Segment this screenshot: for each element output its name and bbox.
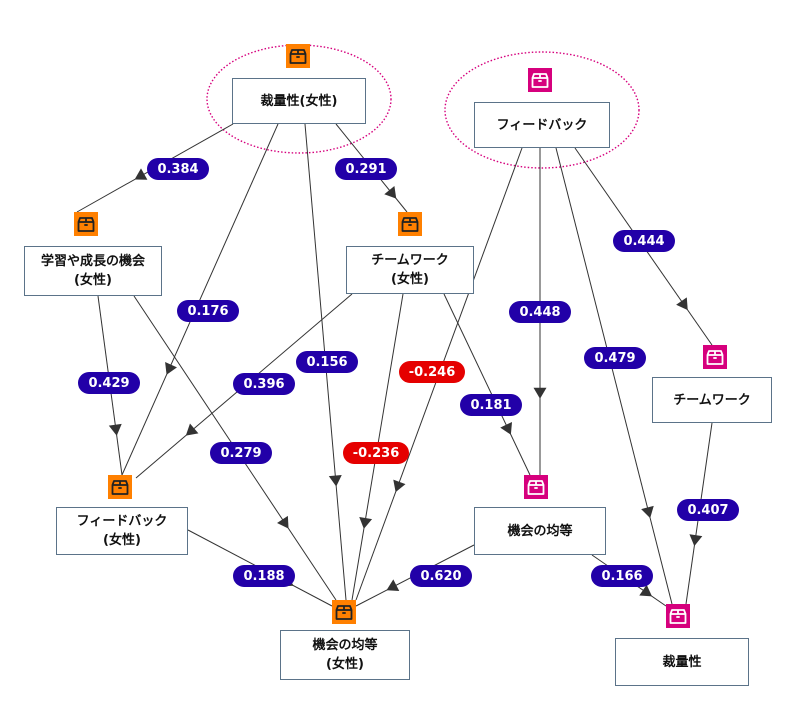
arrowhead-icon (689, 534, 703, 547)
edge-weight-label: 0.429 (78, 372, 140, 394)
box-icon (703, 345, 727, 369)
arrowhead-icon (500, 421, 513, 435)
node-equal-opp[interactable]: 機会の均等 (474, 507, 606, 555)
node-label-line: チームワーク (371, 253, 449, 268)
edge-weight-label: -0.246 (399, 361, 465, 383)
box-icon (332, 600, 356, 624)
arrowhead-icon (185, 423, 199, 436)
arrowhead-icon (277, 515, 289, 529)
edge-weight-label: 0.448 (509, 301, 571, 323)
box-icon (666, 604, 690, 628)
box-icon (398, 212, 422, 236)
arrowhead-icon (359, 517, 373, 529)
edge-weight-label: 0.444 (613, 230, 675, 252)
arrowhead-icon (641, 505, 654, 519)
edge-weight-label: 0.188 (233, 565, 295, 587)
node-teamwork-f[interactable]: チームワーク (女性) (346, 246, 474, 294)
node-label-line: 裁量性 (662, 654, 702, 670)
edge-line (443, 293, 531, 476)
node-label-line: 裁量性(女性) (260, 93, 338, 109)
edge-weight-label: 0.181 (460, 394, 522, 416)
edge-weight-label: 0.176 (177, 300, 239, 322)
node-label-line: (女性) (326, 657, 364, 672)
node-autonomy-f[interactable]: 裁量性(女性) (232, 78, 366, 124)
arrowhead-icon (393, 479, 406, 493)
box-icon (74, 212, 98, 236)
node-label-line: 学習や成長の機会 (40, 254, 145, 269)
node-label-line: (女性) (103, 533, 141, 548)
node-label-line: (女性) (391, 272, 429, 287)
arrowhead-icon (639, 584, 653, 597)
arrowhead-icon (533, 387, 547, 399)
arrowhead-icon (165, 362, 177, 375)
highlight-ellipse-autonomy-f (206, 44, 392, 154)
highlight-ellipse-feedback (444, 51, 640, 169)
node-autonomy[interactable]: 裁量性 (615, 638, 749, 686)
node-teamwork[interactable]: チームワーク (652, 377, 772, 423)
node-label-line: 機会の均等 (312, 638, 378, 653)
node-feedback-f[interactable]: フィードバック (女性) (56, 507, 188, 555)
node-label-line: (女性) (74, 273, 112, 288)
edge-line (121, 123, 279, 476)
node-equal-opp-f[interactable]: 機会の均等 (女性) (280, 630, 410, 680)
arrowhead-icon (676, 297, 688, 311)
node-learning-f[interactable]: 学習や成長の機会 (女性) (24, 246, 162, 296)
box-icon (528, 68, 552, 92)
arrowhead-icon (386, 579, 400, 591)
edge-weight-label: 0.407 (677, 499, 739, 521)
edge-weight-label: 0.156 (296, 351, 358, 373)
node-feedback[interactable]: フィードバック (474, 102, 610, 148)
edge-weight-label: 0.279 (210, 442, 272, 464)
arrowhead-icon (134, 168, 148, 180)
edge-weight-label: 0.396 (233, 373, 295, 395)
box-icon (524, 475, 548, 499)
box-icon (286, 44, 310, 68)
node-label-line: フィードバック (76, 514, 168, 529)
node-label-line: フィードバック (496, 117, 588, 133)
arrowhead-icon (108, 423, 122, 436)
edge-weight-label: 0.166 (591, 565, 653, 587)
edge-weight-label: 0.620 (410, 565, 472, 587)
box-icon (108, 475, 132, 499)
edge-weight-label: 0.479 (584, 347, 646, 369)
node-label-line: 機会の均等 (507, 523, 573, 539)
edge-line (555, 147, 673, 605)
arrowhead-icon (328, 474, 342, 487)
edge-weight-label: 0.291 (335, 158, 397, 180)
node-label-line: チームワーク (673, 392, 751, 408)
edge-weight-label: 0.384 (147, 158, 209, 180)
arrowhead-icon (384, 186, 397, 199)
edge-weight-label: -0.236 (343, 442, 409, 464)
